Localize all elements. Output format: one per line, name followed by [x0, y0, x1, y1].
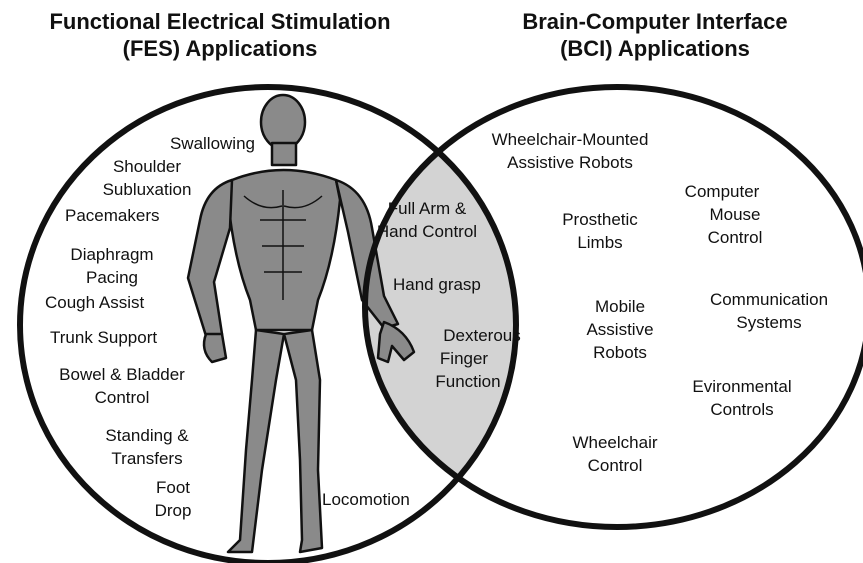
- mouse-line2: Mouse: [672, 203, 772, 226]
- shoulder-line2: Subluxation: [92, 178, 202, 201]
- label-shoulder-subluxation: Shoulder Subluxation: [92, 155, 202, 201]
- mouse-line3: Control: [672, 226, 772, 249]
- cough-text: Cough Assist: [45, 291, 144, 314]
- prosthetic-line2: Limbs: [545, 231, 655, 254]
- hand-grasp-text: Hand grasp: [393, 273, 481, 296]
- label-computer-mouse: Computer Mouse Control: [672, 180, 772, 249]
- label-prosthetic-limbs: Prosthetic Limbs: [545, 208, 655, 254]
- bowel-line2: Control: [42, 386, 202, 409]
- label-environmental-controls: Evironmental Controls: [672, 375, 812, 421]
- label-bowel-bladder: Bowel & Bladder Control: [42, 363, 202, 409]
- environmental-line2: Controls: [672, 398, 812, 421]
- wheelchair-robots-line1: Wheelchair-Mounted: [465, 128, 675, 151]
- label-foot-drop: Foot Drop: [145, 476, 201, 522]
- full-arm-line2: Hand Control: [357, 220, 497, 243]
- dexterous-line2: Finger: [412, 347, 524, 370]
- wheelchair-robots-line2: Assistive Robots: [465, 151, 675, 174]
- label-full-arm-hand: Full Arm & Hand Control: [357, 197, 497, 243]
- dexterous-line3: Function: [412, 370, 524, 393]
- mobile-robots-line3: Robots: [570, 341, 670, 364]
- trunk-text: Trunk Support: [50, 326, 157, 349]
- locomotion-text: Locomotion: [322, 488, 410, 511]
- label-communication-systems: Communication Systems: [690, 288, 848, 334]
- environmental-line1: Evironmental: [672, 375, 812, 398]
- wheelchair-control-line1: Wheelchair: [555, 431, 675, 454]
- swallowing-text: Swallowing: [170, 132, 255, 155]
- mobile-robots-line1: Mobile: [570, 295, 670, 318]
- full-arm-line1: Full Arm &: [357, 197, 497, 220]
- label-mobile-assistive-robots: Mobile Assistive Robots: [570, 295, 670, 364]
- label-trunk-support: Trunk Support: [50, 326, 157, 349]
- label-wheelchair-control: Wheelchair Control: [555, 431, 675, 477]
- standing-line2: Transfers: [90, 447, 204, 470]
- pacemakers-text: Pacemakers: [65, 204, 159, 227]
- prosthetic-line1: Prosthetic: [545, 208, 655, 231]
- standing-line1: Standing &: [90, 424, 204, 447]
- label-hand-grasp: Hand grasp: [393, 273, 481, 296]
- communication-line2: Systems: [690, 311, 848, 334]
- label-pacemakers: Pacemakers: [65, 204, 159, 227]
- foot-line1: Foot: [145, 476, 201, 499]
- foot-line2: Drop: [145, 499, 201, 522]
- label-dexterous-finger: Dexterous Finger Function: [412, 324, 524, 393]
- mobile-robots-line2: Assistive: [570, 318, 670, 341]
- label-cough-assist: Cough Assist: [45, 291, 144, 314]
- diaphragm-line2: Pacing: [52, 266, 172, 289]
- label-swallowing: Swallowing: [170, 132, 255, 155]
- label-diaphragm-pacing: Diaphragm Pacing: [52, 243, 172, 289]
- mouse-line1: Computer: [672, 180, 772, 203]
- bowel-line1: Bowel & Bladder: [42, 363, 202, 386]
- communication-line1: Communication: [690, 288, 848, 311]
- human-figure-icon: [188, 95, 414, 552]
- wheelchair-control-line2: Control: [555, 454, 675, 477]
- shoulder-line1: Shoulder: [92, 155, 202, 178]
- label-standing-transfers: Standing & Transfers: [90, 424, 204, 470]
- label-locomotion: Locomotion: [322, 488, 410, 511]
- diaphragm-line1: Diaphragm: [52, 243, 172, 266]
- label-wheelchair-mounted-robots: Wheelchair-Mounted Assistive Robots: [465, 128, 675, 174]
- dexterous-line1: Dexterous: [412, 324, 524, 347]
